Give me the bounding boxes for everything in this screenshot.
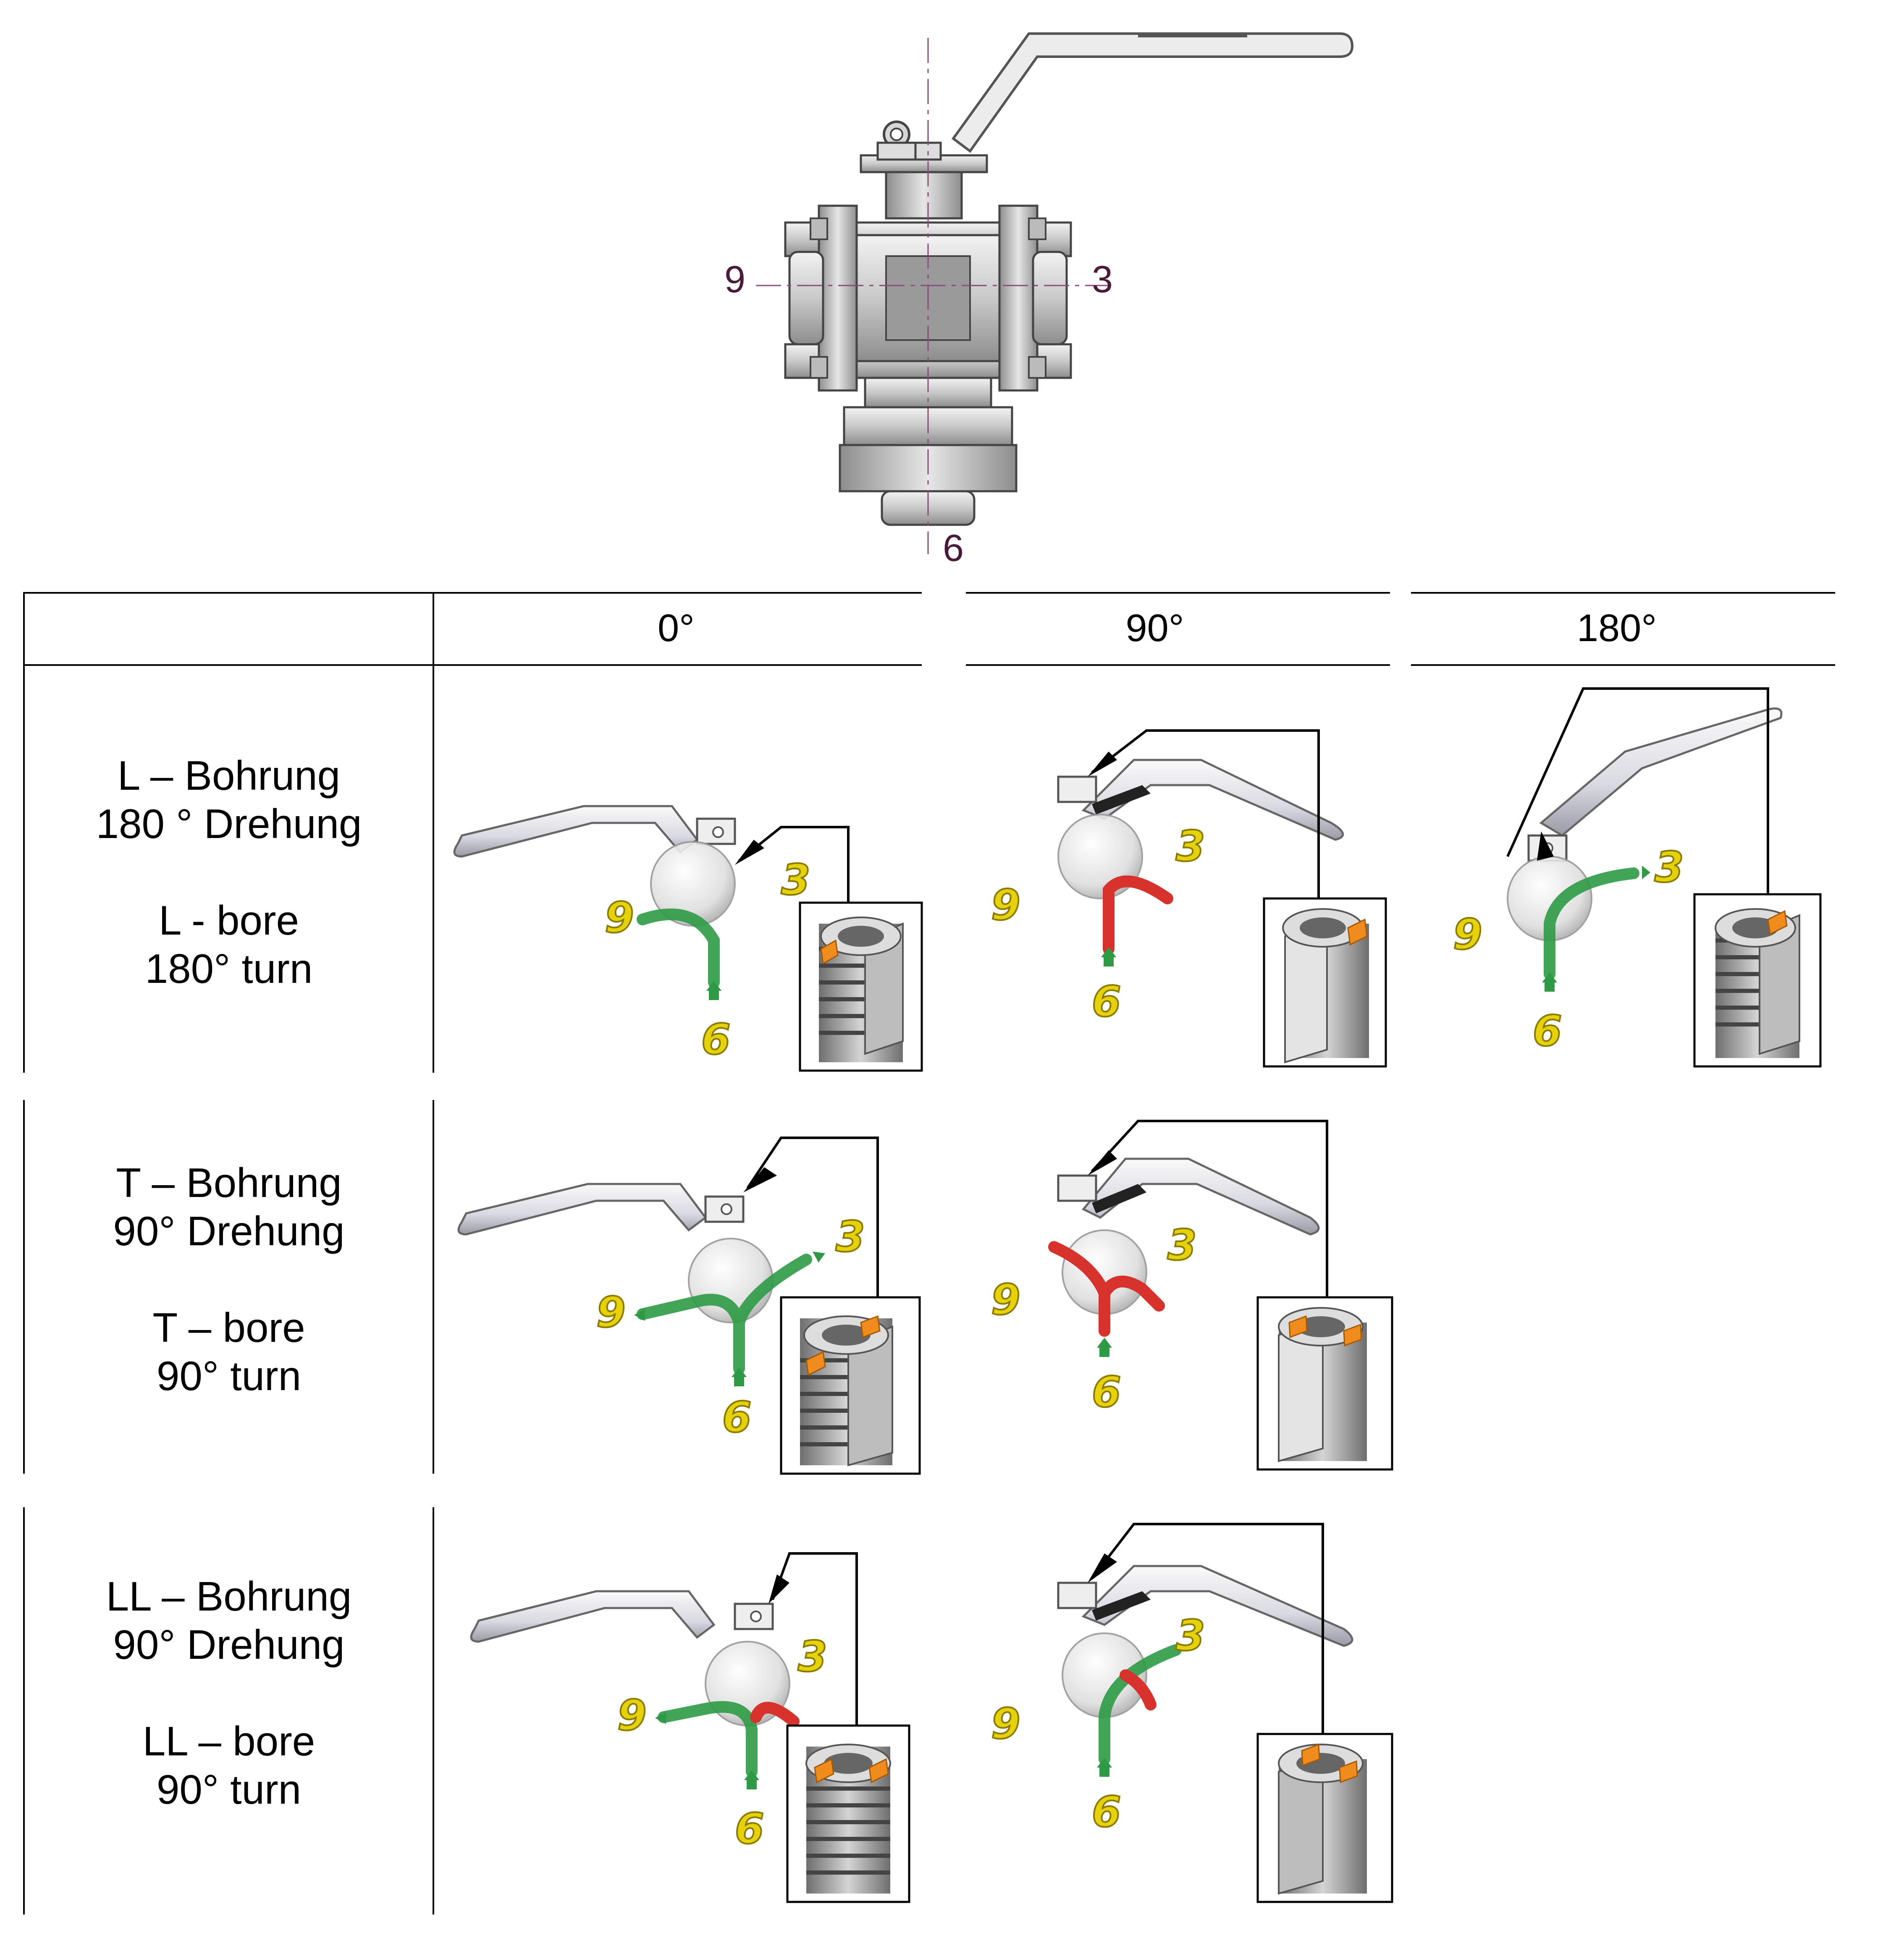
table-divider-2 [433, 1100, 434, 1474]
row-label-de-turn: 180 ° Drehung [96, 801, 362, 847]
flow-port-9: 9 [605, 893, 634, 942]
flow-port-9: 9 [1453, 910, 1482, 959]
flow-port-3: 3 [836, 1212, 865, 1261]
row-label-en-name: T – bore [152, 1304, 305, 1351]
table-left-border-2 [23, 1100, 25, 1474]
row-label-de-name: T – Bohrung [116, 1160, 342, 1206]
diagram-l-bore-180deg: 9 3 6 [1452, 687, 1822, 1068]
table-top-border-90 [966, 592, 1390, 594]
row-label-de-turn: 90° Drehung [113, 1621, 345, 1668]
flow-port-6: 6 [735, 1804, 764, 1853]
diagram-l-bore-90deg: 9 3 6 [990, 729, 1387, 1068]
table-top-border-label [23, 592, 922, 594]
diagram-ll-bore-0deg: 9 3 6 [470, 1552, 910, 1903]
diagram-l-bore-0deg: 9 3 6 [453, 805, 923, 1072]
flow-port-3: 3 [1176, 1611, 1205, 1660]
table-header-bottom-label [23, 664, 922, 666]
diagram-ll-bore-90deg: 9 3 6 [990, 1523, 1393, 1903]
table-header-bottom-180 [1411, 664, 1835, 666]
flow-port-3: 3 [1167, 1221, 1197, 1270]
row-label-en-turn: 180° turn [145, 945, 313, 992]
flow-port-9: 9 [991, 1699, 1020, 1748]
row-label-l-bore: L – Bohrung 180 ° Drehung L - bore 180° … [23, 752, 435, 993]
row-label-de-name: L – Bohrung [117, 752, 341, 799]
flow-port-6: 6 [1092, 1367, 1121, 1417]
table-left-border-3 [23, 1507, 25, 1915]
row-label-en-turn: 90° turn [156, 1353, 302, 1399]
flow-port-6: 6 [1092, 1787, 1121, 1836]
valve-assembly-drawing [756, 32, 1354, 554]
flow-port-3: 3 [798, 1632, 827, 1681]
table-left-border-1 [23, 592, 25, 1073]
column-header-90: 90° [1125, 607, 1184, 650]
flow-port-9: 9 [617, 1691, 647, 1740]
flow-port-3: 3 [1655, 843, 1684, 892]
row-label-en-name: L - bore [158, 897, 299, 943]
table-divider-3 [433, 1507, 434, 1915]
column-header-180: 180° [1576, 607, 1657, 650]
row-label-en-name: LL – bore [142, 1718, 315, 1764]
port-label-9: 9 [724, 259, 746, 301]
port-label-3: 3 [1092, 259, 1113, 301]
flow-port-6: 6 [701, 1015, 731, 1064]
port-label-6: 6 [943, 527, 964, 569]
flow-port-6: 6 [722, 1393, 752, 1442]
flow-port-9: 9 [991, 880, 1020, 930]
table-header-bottom-90 [966, 664, 1390, 666]
flow-port-9: 9 [991, 1275, 1020, 1324]
row-label-ll-bore: LL – Bohrung 90° Drehung LL – bore 90° t… [23, 1572, 435, 1814]
row-label-de-name: LL – Bohrung [106, 1573, 352, 1619]
diagram-t-bore-90deg: 9 3 6 [990, 1120, 1393, 1471]
row-label-en-turn: 90° turn [156, 1766, 302, 1812]
row-label-t-bore: T – Bohrung 90° Drehung T – bore 90° tur… [23, 1159, 435, 1400]
flow-port-9: 9 [596, 1288, 626, 1337]
flow-port-3: 3 [781, 855, 810, 904]
table-top-border-180 [1411, 592, 1835, 594]
table-divider-1 [433, 592, 434, 1073]
column-header-0: 0° [658, 607, 695, 650]
flow-port-6: 6 [1533, 1006, 1562, 1056]
row-label-de-turn: 90° Drehung [113, 1208, 345, 1254]
diagram-t-bore-0deg: 9 3 6 [457, 1137, 921, 1475]
flow-port-6: 6 [1092, 977, 1121, 1026]
flow-port-3: 3 [1176, 822, 1205, 871]
